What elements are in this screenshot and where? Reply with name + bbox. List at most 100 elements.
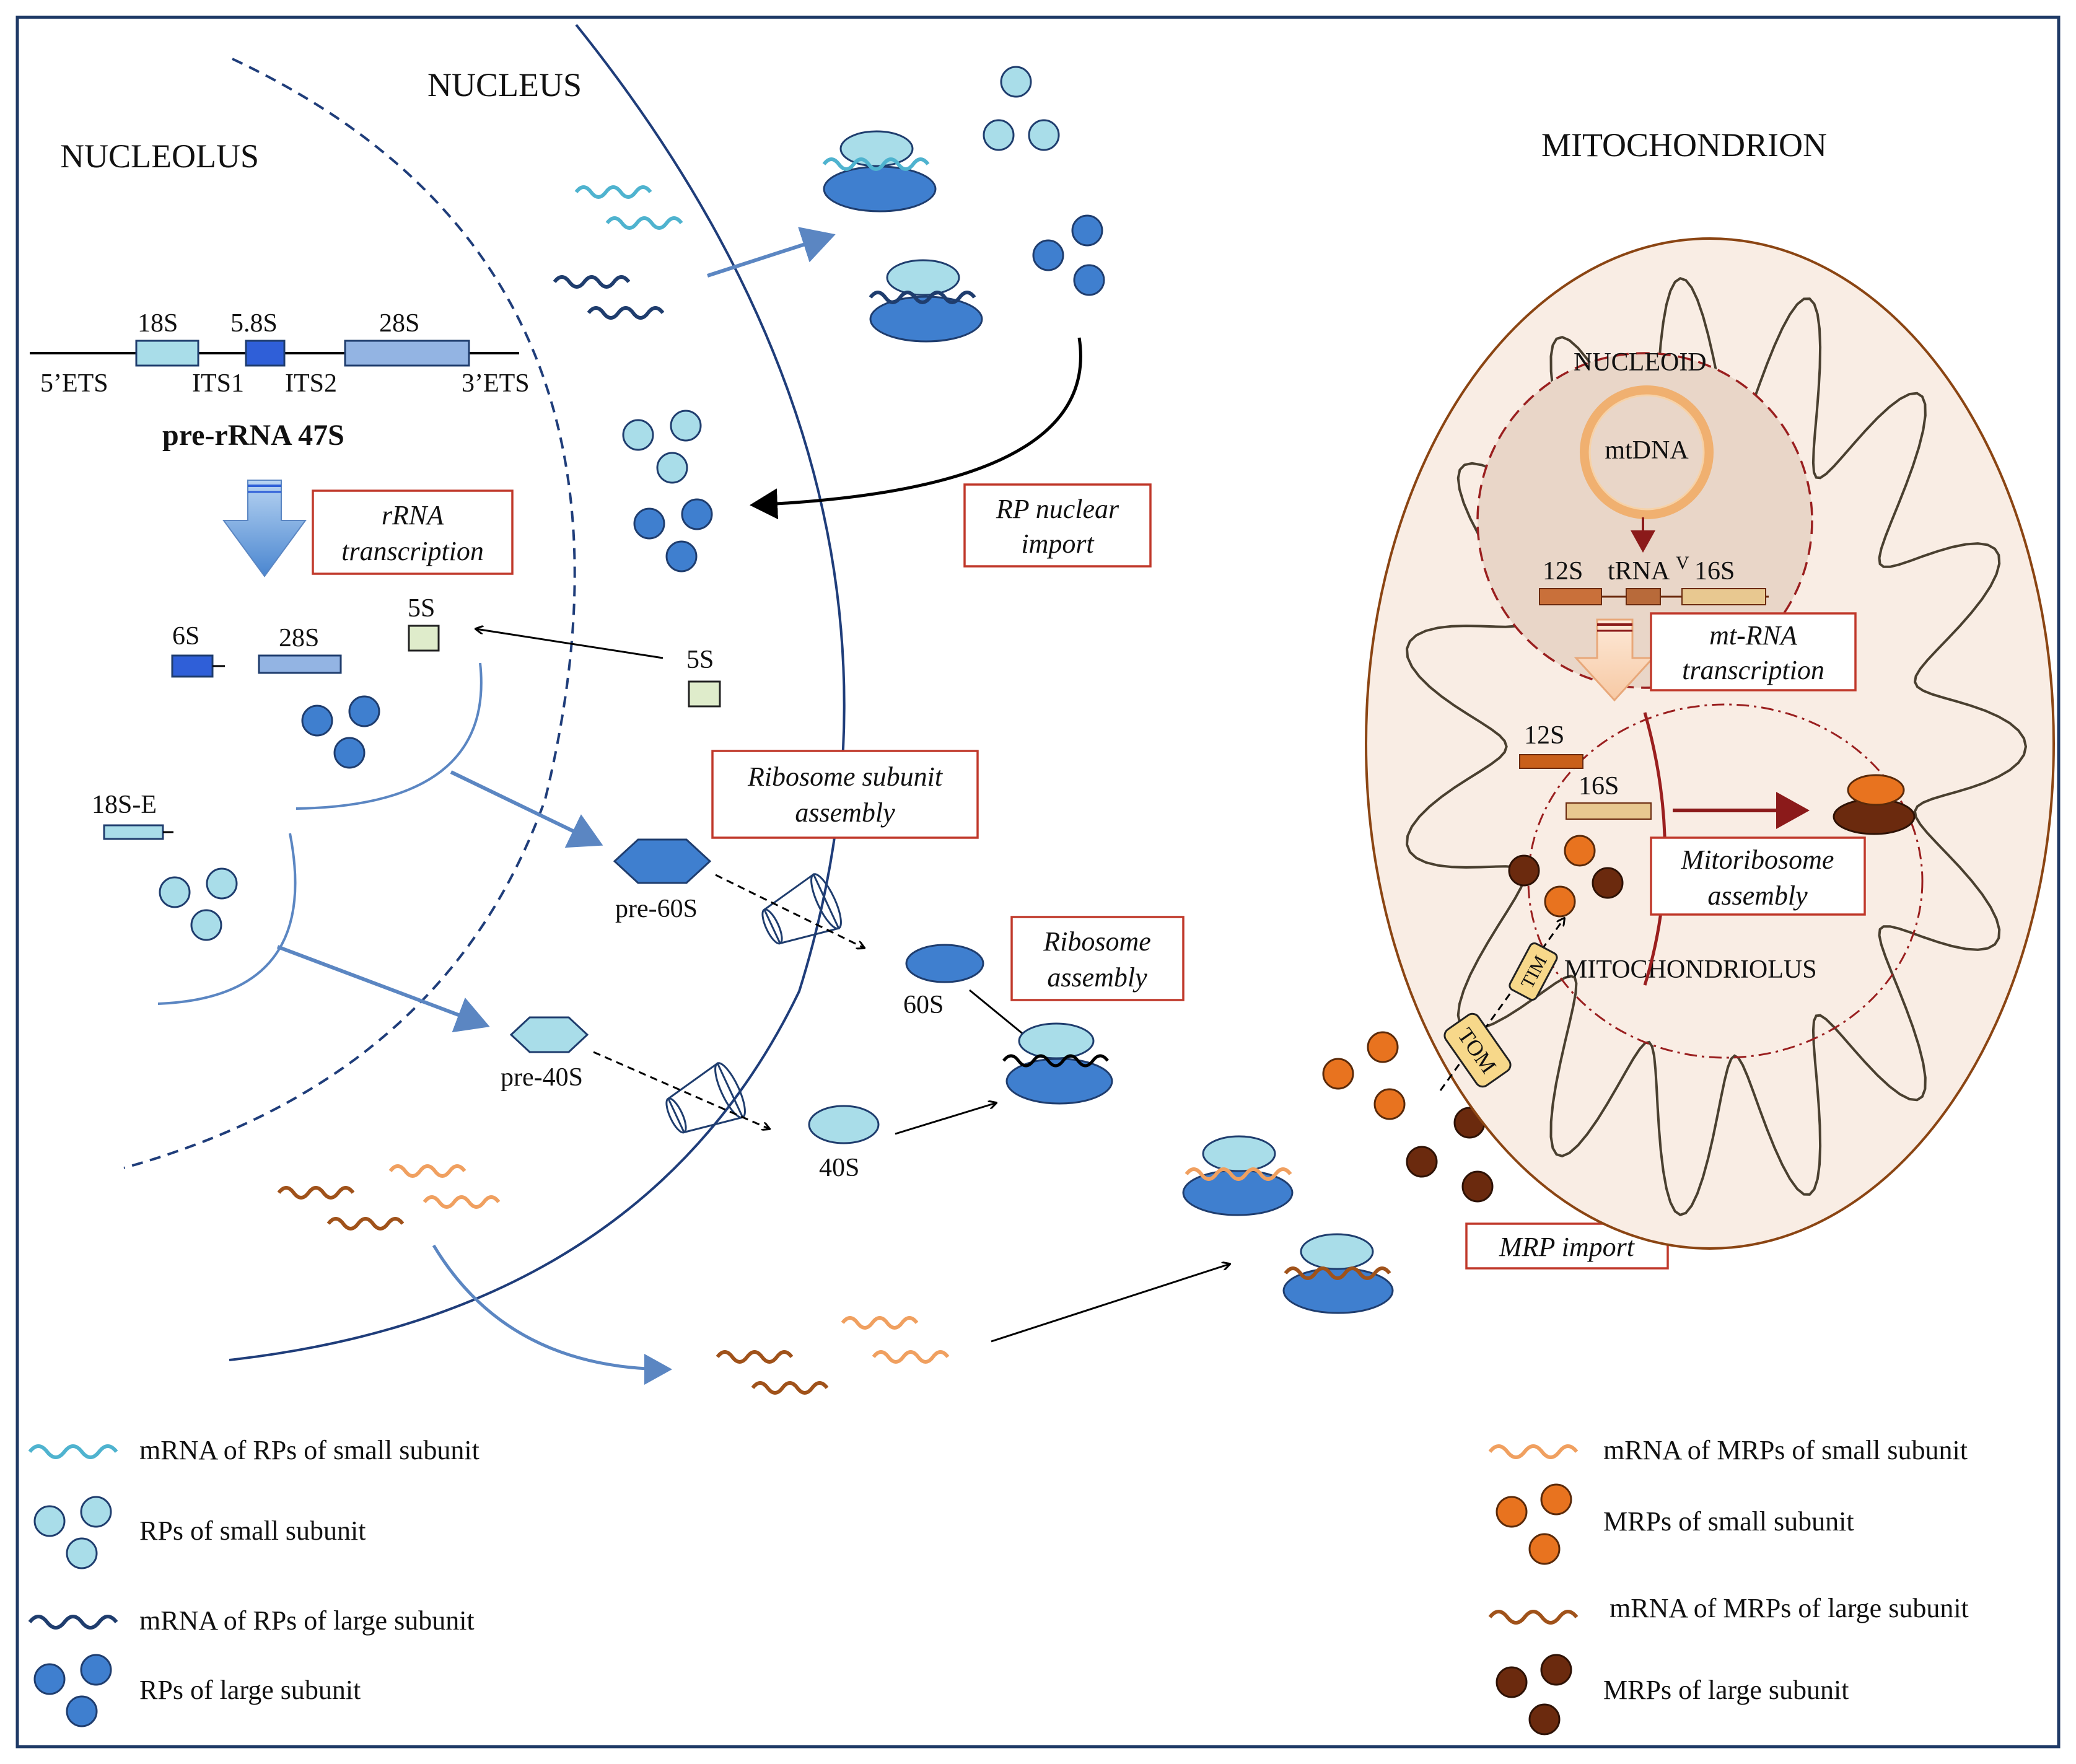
legend-mrna-mrp-small-swatch [1488,1444,1579,1459]
label-mt-trna: tRNA [1608,557,1670,586]
rrna-6s [171,654,214,678]
subunit-60s [905,944,984,983]
subunit-assembly-line2: assembly [795,797,895,828]
label-mt-12s-product: 12S [1524,721,1564,750]
mt-rrna-12s [1519,754,1583,769]
label-18s-e: 18S-E [92,791,157,819]
label-its2: ITS2 [285,369,337,398]
mrna-mrp-large-nucleus [277,1186,405,1231]
nuclear-pore-lower [665,1061,746,1134]
mrna-rp-small-cytoplasm [574,185,683,230]
rp-large-cytoplasm [1032,214,1105,296]
label-60s: 60S [903,991,944,1019]
pre-60s-particle [613,838,712,884]
legend-mrp-small-label: MRPs of small subunit [1603,1506,1854,1537]
rp-nuclear-import-arrow [750,337,1082,520]
mt-rna-transcription-arrow [1574,618,1655,702]
rp-small-cluster-nucleolus [159,867,238,941]
legend-mrp-large-label: MRPs of large subunit [1603,1675,1849,1705]
mrna-export-arrow-nucleus [707,227,836,278]
mt-rna-transcription-box [1650,612,1857,691]
rrna-5s-outside [688,680,721,708]
nucleolus-boundary [123,58,576,1169]
rp-import-line1: RP nuclear [996,494,1119,524]
rrna-5s-inside [408,625,440,652]
mt-gene-12s [1539,588,1602,605]
ribosome-translating-small-rp [822,130,937,213]
mrp-import-label: MRP import [1499,1232,1636,1262]
mitoribosome-assembly-box [1650,836,1866,916]
to-pre40s-arrow [276,945,490,1033]
rrna-28s [258,654,342,674]
nucleoid-label: NUCLEOID [1574,348,1707,377]
rrna-transcription-line2: transcription [341,536,484,566]
label-5-8s: 5.8S [230,309,278,338]
label-5ets: 5’ETS [40,369,108,398]
legend-mrna-mrp-large-label: mRNA of MRPs of large subunit [1610,1593,1969,1623]
mrna-mrp-small-nucleus [388,1164,501,1209]
mt-rrna-16s [1566,802,1652,820]
legend-rp-small-label: RPs of small subunit [139,1516,366,1546]
mrna-rp-large-cytoplasm [553,275,665,320]
label-mt-16s: 16S [1694,557,1735,586]
rp-small-cytoplasm [983,66,1060,151]
ribosome-subunit-assembly-box [711,750,979,839]
ribosome-assembly-line2: assembly [1047,962,1147,993]
rrna-transcription-box [312,489,514,575]
label-28s: 28S [379,309,419,338]
label-its1: ITS1 [192,369,244,398]
label-mt-12s: 12S [1543,557,1583,586]
legend-mrna-mrp-large-swatch [1488,1610,1579,1625]
pre40-export-arrow [593,1051,769,1129]
mrp-small-cytoplasm [1322,1031,1406,1120]
label-18s: 18S [138,309,178,338]
mitochondriolus-region [1527,703,1924,1059]
ribosome-translating-mrp-large [1282,1233,1394,1314]
60s-to-ribosome-arrow [969,989,1031,1041]
nucleus-boundary [229,24,846,1361]
legend: mRNA of RPs of small subunit RPs of smal… [28,1435,1969,1735]
rp-import-line2: import [1021,529,1095,559]
subunit-40s [808,1105,880,1144]
mt-rna-transcription-line1: mt-RNA [1709,620,1798,651]
mito-mrna-export-arrow [432,1244,672,1385]
mt-gene-trna [1626,588,1661,605]
mitoribosome-assembly-line2: assembly [1707,880,1808,911]
nucleolus-label: NUCLEOLUS [60,138,259,175]
ribosome-assembly-line1: Ribosome [1043,926,1151,957]
mitochondrion-label: MITOCHONDRION [1541,126,1827,164]
nuclear-pore-upper [761,872,842,945]
to-pre60s-arrow [450,770,603,848]
ribosome-translating-large-rp [869,259,983,343]
label-pre-40s: pre-40S [501,1063,583,1092]
segment-18s [135,340,199,367]
rp-large-cluster-nucleolus [301,695,380,769]
cytoplasmic-ribosome [1002,1022,1113,1105]
mrp-import-box [1465,1222,1669,1270]
label-3ets: 3’ETS [462,369,530,398]
label-28s-product: 28S [279,624,319,652]
rp-large-imported [633,498,713,573]
mrp-large-cytoplasm [1406,1107,1494,1203]
assembly-bracket-lower [157,833,297,1005]
mtdna-ring [1580,385,1714,519]
legend-mrp-large-swatch [1496,1654,1572,1735]
figure-frame [15,15,2061,1749]
label-5s-inside: 5S [408,594,435,623]
mitochondrion-cristae [1405,276,2028,1217]
mrna-mrp-large-cytoplasm [716,1350,829,1395]
subunit-assembly-line1: Ribosome subunit [747,761,944,792]
rrna-transcription-arrow [222,480,307,577]
mrp-small-mitochondriolus [1544,835,1596,918]
segment-28s [344,340,470,367]
segment-5-8s [245,340,286,367]
ribosome-assembly-box [1010,916,1185,1001]
label-mt-trna-superscript: V [1676,553,1689,573]
rrna-transcription-line1: rRNA [382,500,444,530]
legend-mrna-mrp-small-label: mRNA of MRPs of small subunit [1603,1435,1968,1465]
rrna-18s-e [103,824,164,840]
assembly-bracket-upper [296,662,483,810]
legend-mrna-rp-large-swatch [28,1615,118,1630]
legend-rp-large-swatch [33,1654,112,1727]
